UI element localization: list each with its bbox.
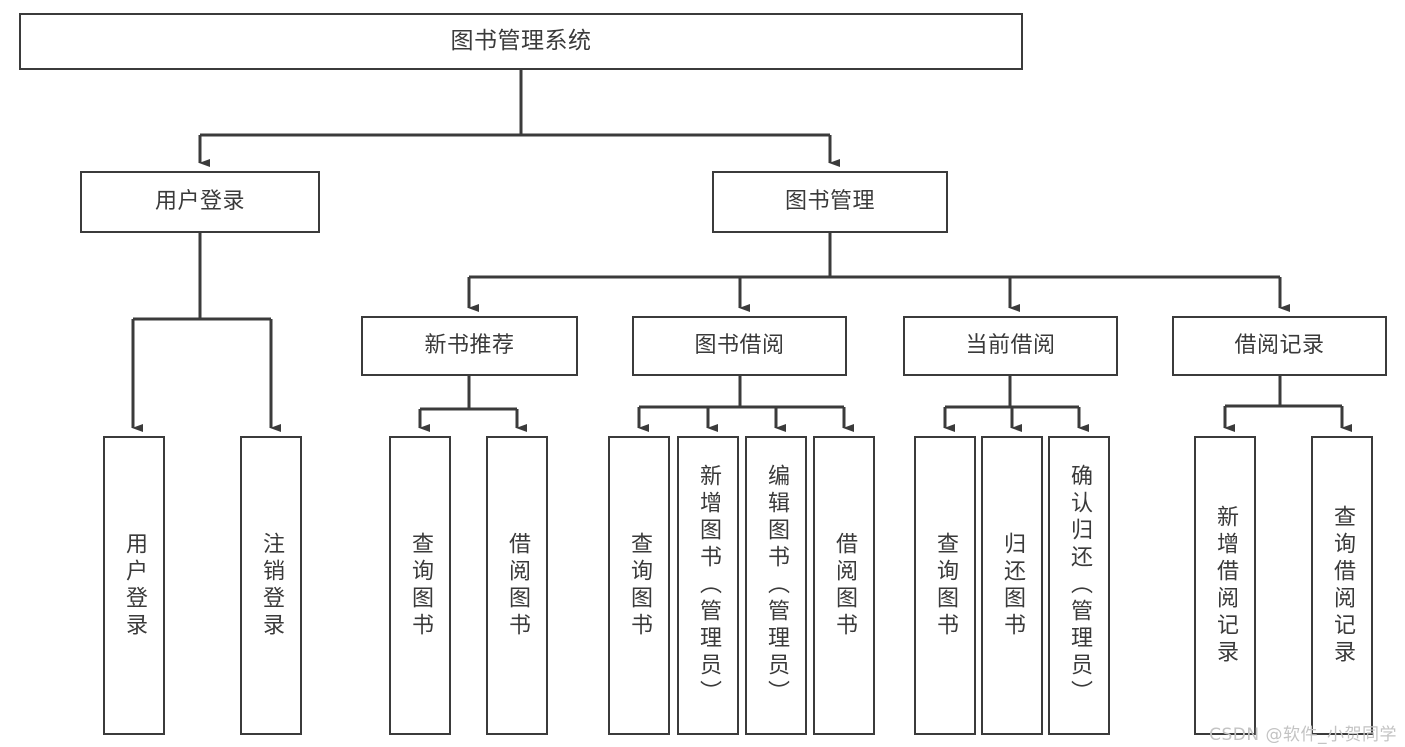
node-leaf-return-book[interactable]: 归还图书 (981, 436, 1043, 735)
node-leaf-add-book-label: 新增图书（管理员） (696, 464, 721, 707)
node-root[interactable]: 图书管理系统 (19, 13, 1023, 70)
node-leaf-query-book-3-label: 查询图书 (933, 531, 958, 640)
node-root-label: 图书管理系统 (450, 27, 592, 54)
node-leaf-edit-book-label: 编辑图书（管理员） (764, 464, 789, 707)
node-leaf-user-login-label: 用户登录 (122, 531, 147, 640)
node-leaf-add-record[interactable]: 新增借阅记录 (1194, 436, 1256, 735)
node-user-login[interactable]: 用户登录 (80, 171, 320, 233)
watermark-text: CSDN @软件_小贺同学 (1209, 725, 1397, 745)
node-leaf-query-record-label: 查询借阅记录 (1330, 504, 1355, 667)
node-leaf-confirm-return-label: 确认归还（管理员） (1067, 464, 1092, 707)
node-leaf-user-logout[interactable]: 注销登录 (240, 436, 302, 735)
node-leaf-confirm-return[interactable]: 确认归还（管理员） (1048, 436, 1110, 735)
node-user-login-label: 用户登录 (154, 188, 245, 214)
node-book-manage-label: 图书管理 (784, 188, 875, 214)
node-leaf-query-record[interactable]: 查询借阅记录 (1311, 436, 1373, 735)
node-leaf-query-book-2[interactable]: 查询图书 (608, 436, 670, 735)
node-current-borrow[interactable]: 当前借阅 (903, 316, 1118, 376)
node-book-borrow[interactable]: 图书借阅 (632, 316, 847, 376)
node-leaf-borrow-book-1-label: 借阅图书 (505, 531, 530, 640)
node-leaf-user-logout-label: 注销登录 (259, 531, 284, 640)
node-current-borrow-label: 当前借阅 (965, 332, 1056, 358)
node-book-borrow-label: 图书借阅 (694, 332, 785, 358)
node-leaf-query-book-1[interactable]: 查询图书 (389, 436, 451, 735)
node-leaf-query-book-1-label: 查询图书 (408, 531, 433, 640)
node-leaf-add-record-label: 新增借阅记录 (1213, 504, 1238, 667)
node-leaf-add-book[interactable]: 新增图书（管理员） (677, 436, 739, 735)
node-book-manage[interactable]: 图书管理 (712, 171, 948, 233)
node-leaf-borrow-book-1[interactable]: 借阅图书 (486, 436, 548, 735)
node-new-book-recommend[interactable]: 新书推荐 (361, 316, 578, 376)
node-leaf-edit-book[interactable]: 编辑图书（管理员） (745, 436, 807, 735)
node-leaf-query-book-2-label: 查询图书 (627, 531, 652, 640)
node-leaf-query-book-3[interactable]: 查询图书 (914, 436, 976, 735)
node-leaf-borrow-book-2[interactable]: 借阅图书 (813, 436, 875, 735)
node-leaf-borrow-book-2-label: 借阅图书 (832, 531, 857, 640)
node-borrow-record[interactable]: 借阅记录 (1172, 316, 1387, 376)
node-borrow-record-label: 借阅记录 (1234, 332, 1325, 358)
node-leaf-user-login[interactable]: 用户登录 (103, 436, 165, 735)
node-leaf-return-book-label: 归还图书 (1000, 531, 1025, 640)
node-new-book-recommend-label: 新书推荐 (424, 332, 515, 358)
